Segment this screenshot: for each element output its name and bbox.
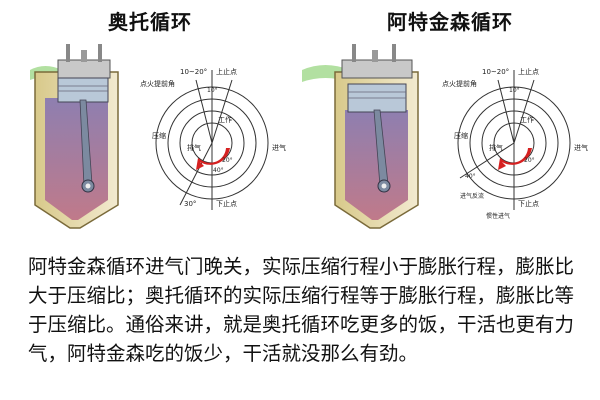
atkinson-combustion-gas <box>345 110 408 220</box>
atkinson-diagram: 10~20° 上止点 点火提前角 10° 压缩 排气 工作 进气 20° 40°… <box>302 44 588 229</box>
otto-diagram: 10~20° 上止点 点火提前角 10° 压缩 排气 工作 进气 40° 20°… <box>30 44 286 229</box>
atkinson-power-arc <box>498 148 532 170</box>
atkinson-timing-diagram <box>457 70 571 210</box>
otto-panel: 奥托循环 <box>0 0 300 240</box>
otto-bottom-angle: 30° <box>184 200 196 208</box>
otto-timing-diagram <box>155 70 269 210</box>
otto-arc-angle: 20° <box>222 157 233 164</box>
otto-title: 奥托循环 <box>108 10 192 34</box>
atkinson-cylinder-head <box>341 59 413 79</box>
otto-inlet-offset: 10° <box>207 87 218 94</box>
otto-cylinder-head <box>57 59 111 79</box>
atkinson-exhaust-label: 排气 <box>489 143 503 152</box>
atkinson-bdc-label: 下止点 <box>518 199 539 208</box>
otto-valve-right <box>98 44 102 62</box>
atkinson-power-label: 工作 <box>520 115 534 124</box>
atkinson-valve-left <box>352 44 356 62</box>
atkinson-inlet-offset: 10° <box>509 87 520 94</box>
otto-exhaust-label: 排气 <box>187 143 201 152</box>
atkinson-late-close: 40° <box>465 173 476 180</box>
otto-crank-angle: 10~20° <box>180 68 207 76</box>
otto-exhaust-offset: 40° <box>213 167 224 174</box>
otto-spark-plug <box>81 50 87 62</box>
atkinson-inertia-label: 惯性进气 <box>486 212 510 220</box>
atkinson-spark-plug <box>372 50 378 62</box>
otto-intake-label: 进气 <box>272 143 286 152</box>
otto-power-arc <box>196 148 230 170</box>
atkinson-valve-right <box>392 44 396 62</box>
atkinson-intake-label: 进气 <box>574 143 588 152</box>
otto-piston <box>57 77 109 103</box>
otto-ignition-label: 点火提前角 <box>140 79 175 88</box>
atkinson-tdc-label: 上止点 <box>518 67 539 76</box>
otto-valve-left <box>66 44 70 62</box>
atkinson-compression-label: 压缩 <box>454 131 468 140</box>
otto-compression-label: 压缩 <box>152 131 166 140</box>
atkinson-arc-angle: 20° <box>524 157 535 164</box>
atkinson-title: 阿特金森循环 <box>387 10 513 34</box>
caption-text: 阿特金森循环进气门晚关，实际压缩行程小于膨胀行程，膨胀比大于压缩比；奥托循环的实… <box>28 255 575 365</box>
atkinson-crank-angle: 10~20° <box>482 68 509 76</box>
otto-power-label: 工作 <box>218 115 232 124</box>
otto-tdc-label: 上止点 <box>216 67 237 76</box>
atkinson-panel: 阿特金森循环 <box>300 0 600 240</box>
otto-bdc-label: 下止点 <box>216 199 237 208</box>
otto-combustion-gas <box>45 98 108 220</box>
atkinson-backflow-label: 进气反流 <box>460 192 484 200</box>
atkinson-ignition-label: 点火提前角 <box>442 79 477 88</box>
